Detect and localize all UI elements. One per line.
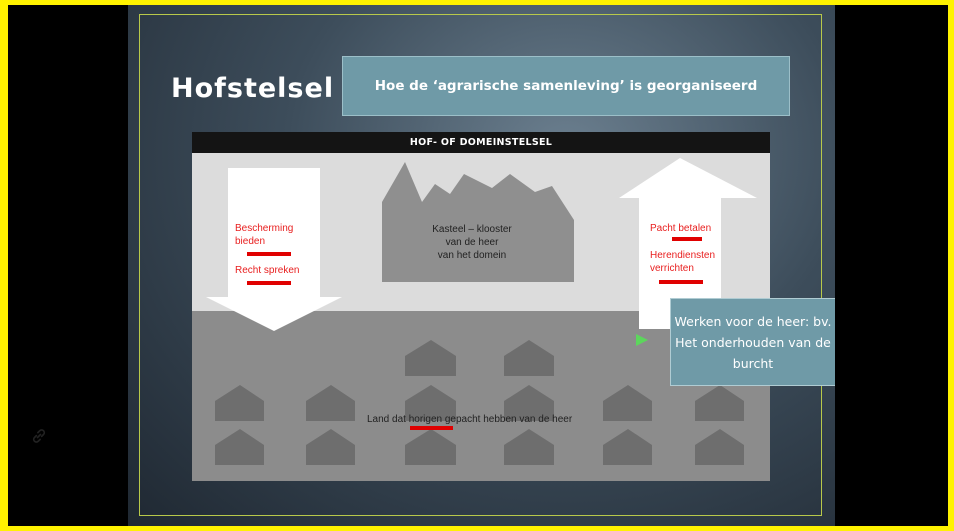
house [504, 385, 554, 421]
red-underline [247, 252, 291, 256]
justice-label: Recht spreken [235, 265, 300, 276]
house [504, 340, 554, 376]
houses-row-2 [215, 385, 744, 421]
callout-box: Werken voor de heer: bv. Het onderhouden… [670, 298, 835, 386]
houses-row-3 [215, 429, 744, 465]
callout-pointer-icon [636, 334, 648, 346]
rent-label: Pacht betalen [650, 223, 712, 234]
house [695, 429, 744, 465]
houses-row-1 [405, 340, 554, 376]
protection-label: Bescherming bieden [235, 223, 294, 247]
domain-diagram: HOF- OF DOMEINSTELSEL Bescherming bieden… [192, 132, 770, 481]
house [215, 385, 264, 421]
red-underline [659, 280, 703, 284]
house [504, 429, 554, 465]
presentation-slide: Hofstelsel Hoe de ‘agrarische samenlevin… [128, 5, 835, 526]
house [695, 385, 744, 421]
castle-silhouette [382, 162, 574, 282]
slide-title: Hofstelsel [171, 73, 335, 104]
red-underline [247, 281, 291, 285]
down-arrow [206, 168, 342, 331]
house [306, 385, 355, 421]
house [405, 429, 456, 465]
castle-label: Kasteel – klooster van de heer van het d… [432, 224, 512, 261]
house [215, 429, 264, 465]
diagram-graphic [192, 158, 770, 481]
house [306, 429, 355, 465]
land-label: Land dat horigen gepacht hebben van de h… [367, 414, 573, 425]
house [405, 385, 456, 421]
house [405, 340, 456, 376]
house [603, 429, 652, 465]
up-arrow [619, 158, 757, 329]
horigen-underline [410, 426, 453, 430]
red-underline [672, 237, 702, 241]
diagram-header: HOF- OF DOMEINSTELSEL [192, 132, 770, 153]
slide-border [139, 14, 822, 516]
slide-subtitle: Hoe de ‘agrarische samenleving’ is georg… [342, 56, 790, 116]
house [603, 385, 652, 421]
services-label: Herendiensten verrichten [650, 250, 716, 274]
link-icon[interactable] [30, 427, 48, 445]
